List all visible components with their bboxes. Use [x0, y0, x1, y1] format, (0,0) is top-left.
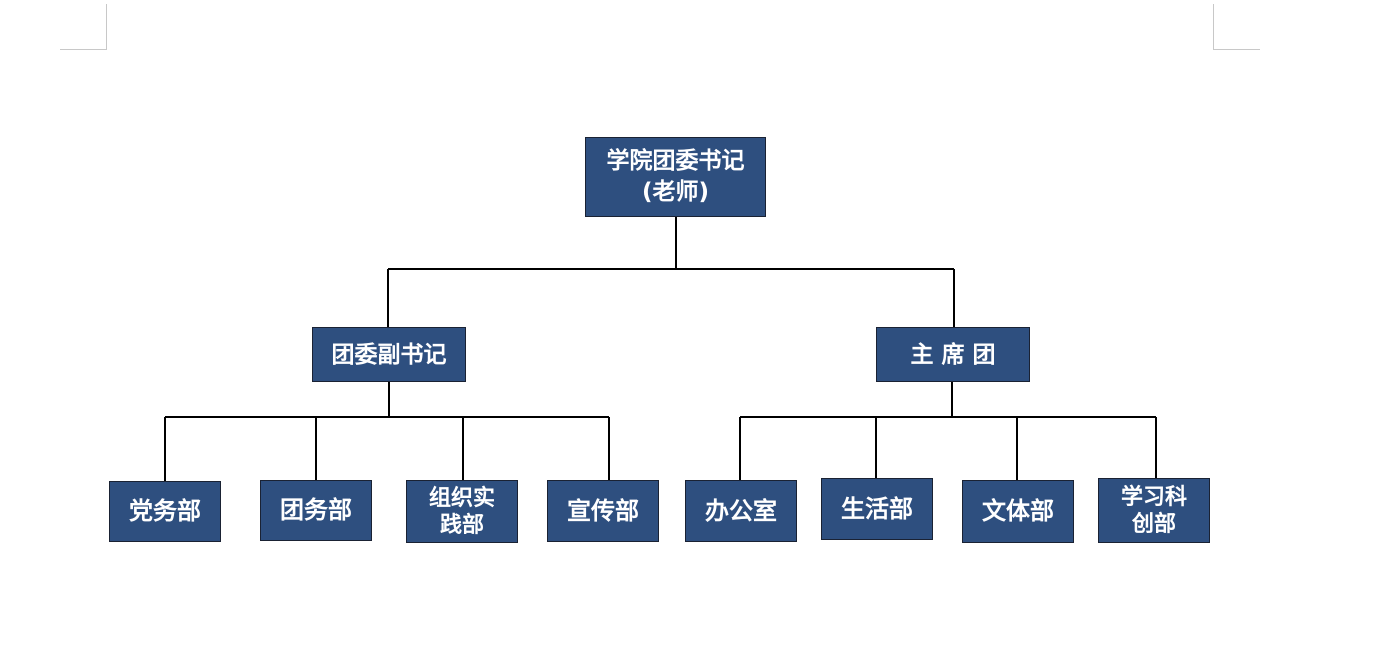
page-corner-mark-top-left [60, 4, 107, 50]
page-corner-mark-top-right [1213, 4, 1260, 50]
node-vice-secretary: 团委副书记 [312, 327, 466, 382]
node-league-affairs-dept: 团务部 [260, 480, 372, 541]
node-presidium: 主 席 团 [876, 327, 1030, 382]
node-culture-sports-dept: 文体部 [962, 480, 1074, 543]
node-study-innovation-dept: 学习科 创部 [1098, 478, 1210, 543]
node-party-affairs-dept: 党务部 [109, 481, 221, 542]
root-node-college-league-secretary: 学院团委书记 (老师) [585, 137, 766, 217]
node-organization-practice-dept: 组织实 践部 [406, 480, 518, 543]
node-office: 办公室 [685, 480, 797, 542]
node-publicity-dept: 宣传部 [547, 480, 659, 542]
node-life-dept: 生活部 [821, 478, 933, 540]
